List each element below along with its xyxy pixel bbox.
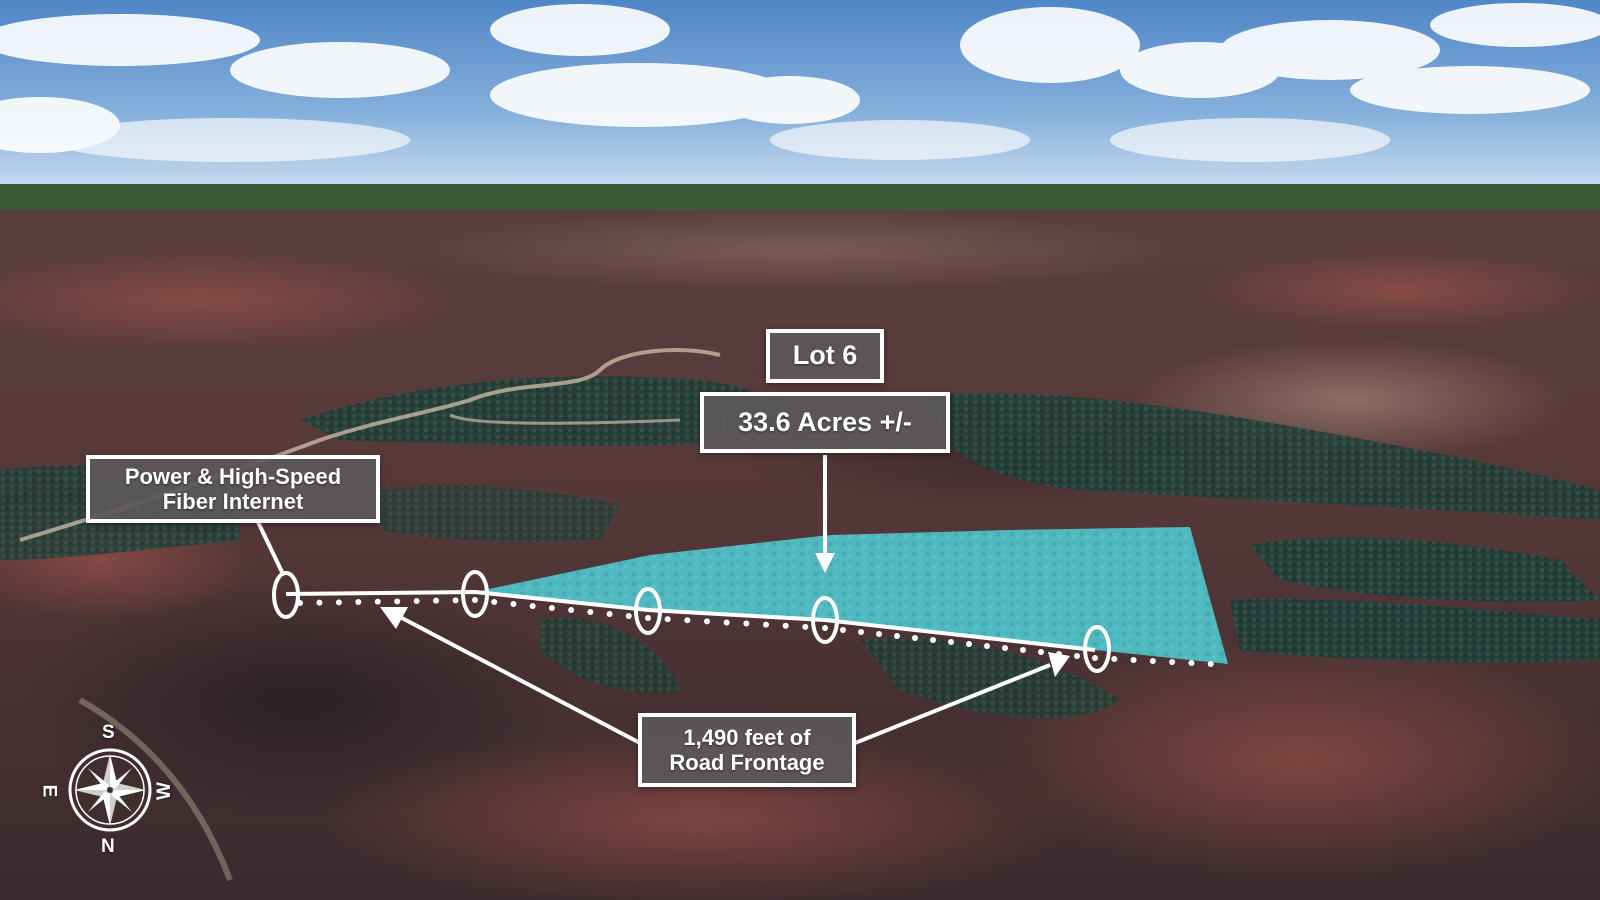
frontage-dot: [1002, 645, 1008, 651]
frontage-dot: [1169, 659, 1176, 665]
frontage-dot: [984, 643, 990, 649]
forest-areas: [0, 376, 1600, 719]
frontage-dot: [394, 598, 401, 605]
road-frontage-line: [285, 589, 1096, 652]
frontage-dot: [876, 631, 882, 637]
frontage-dot: [723, 619, 730, 626]
frontage-dot: [1130, 657, 1137, 663]
frontage-dot: [802, 623, 809, 630]
pointer-arrows: [256, 455, 1070, 745]
frontage-dot: [840, 627, 846, 633]
lot-label: Lot 6: [766, 329, 884, 383]
lot-6-parcel[interactable]: [475, 527, 1228, 664]
frontage-dot: [568, 607, 575, 613]
clouds: [0, 3, 1600, 162]
frontage-dot: [1188, 660, 1195, 666]
frontage-markers: [272, 570, 1111, 673]
compass-east: E: [38, 784, 60, 798]
frontage-dot: [1038, 649, 1044, 655]
marker-2: [461, 570, 489, 618]
utilities-label: Power & High-Speed Fiber Internet: [86, 455, 380, 523]
road-frontage-label: 1,490 feet of Road Frontage: [638, 713, 856, 787]
frontage-dot: [930, 637, 936, 643]
frontage-dot: [472, 597, 478, 603]
utilities-label-line-1: Power & High-Speed: [124, 463, 342, 489]
frontage-dot: [704, 618, 710, 625]
frontage-dot: [743, 620, 750, 627]
frontage-dot: [1149, 658, 1156, 664]
frontage-dot: [894, 633, 900, 639]
utilities-label-line-2: Fiber Internet: [162, 489, 304, 514]
frontage-dot: [763, 621, 769, 628]
frontage-dots: [297, 597, 1214, 667]
compass-rose: [68, 748, 152, 832]
frontage-dot: [606, 611, 613, 617]
frontage-dot: [948, 639, 954, 645]
frontage-dot: [452, 597, 459, 604]
compass-west: W: [153, 782, 175, 800]
marker-4: [811, 596, 839, 644]
frontage-dot: [587, 609, 594, 615]
frontage-dot: [645, 615, 651, 621]
frontage-dot: [625, 613, 632, 619]
frontage-dot: [822, 625, 828, 631]
frontage-dot: [548, 605, 555, 611]
dirt-road-3: [78, 697, 233, 882]
frontage-dot: [413, 598, 420, 604]
frontage-dot: [858, 629, 864, 635]
lot-label-text: Lot 6: [792, 340, 858, 371]
compass-north: N: [101, 836, 115, 857]
frontage-dot: [1092, 655, 1098, 661]
frontage-dot: [1207, 661, 1214, 667]
frontage-dot: [1020, 647, 1026, 653]
frontage-dot: [664, 616, 671, 623]
dirt-road-2: [449, 413, 681, 425]
frontage-dot: [433, 597, 440, 604]
frontage-dot: [684, 617, 691, 624]
marker-3: [634, 587, 662, 635]
frontage-dot: [491, 599, 498, 605]
marker-5: [1083, 625, 1111, 673]
frontage-dot: [374, 598, 381, 605]
frontage-dot: [1074, 653, 1080, 659]
frontage-dot: [510, 601, 517, 607]
frontage-dot: [316, 599, 323, 606]
frontage-dot: [1111, 656, 1118, 662]
compass-south: S: [102, 722, 115, 743]
frontage-dot: [335, 599, 342, 606]
frontage-dot: [529, 603, 536, 609]
frontage-dot: [912, 635, 918, 641]
acres-label-text: 33.6 Acres +/-: [738, 406, 912, 437]
horizon-forest: [0, 184, 1600, 210]
road-frontage-line-1: 1,490 feet of: [683, 724, 811, 750]
frontage-dot: [966, 641, 972, 647]
marker-1: [272, 571, 300, 619]
frontage-dot: [782, 622, 789, 629]
road-frontage-line-2: Road Frontage: [669, 750, 825, 775]
acres-label: 33.6 Acres +/-: [700, 392, 950, 453]
frontage-dot: [355, 599, 362, 605]
